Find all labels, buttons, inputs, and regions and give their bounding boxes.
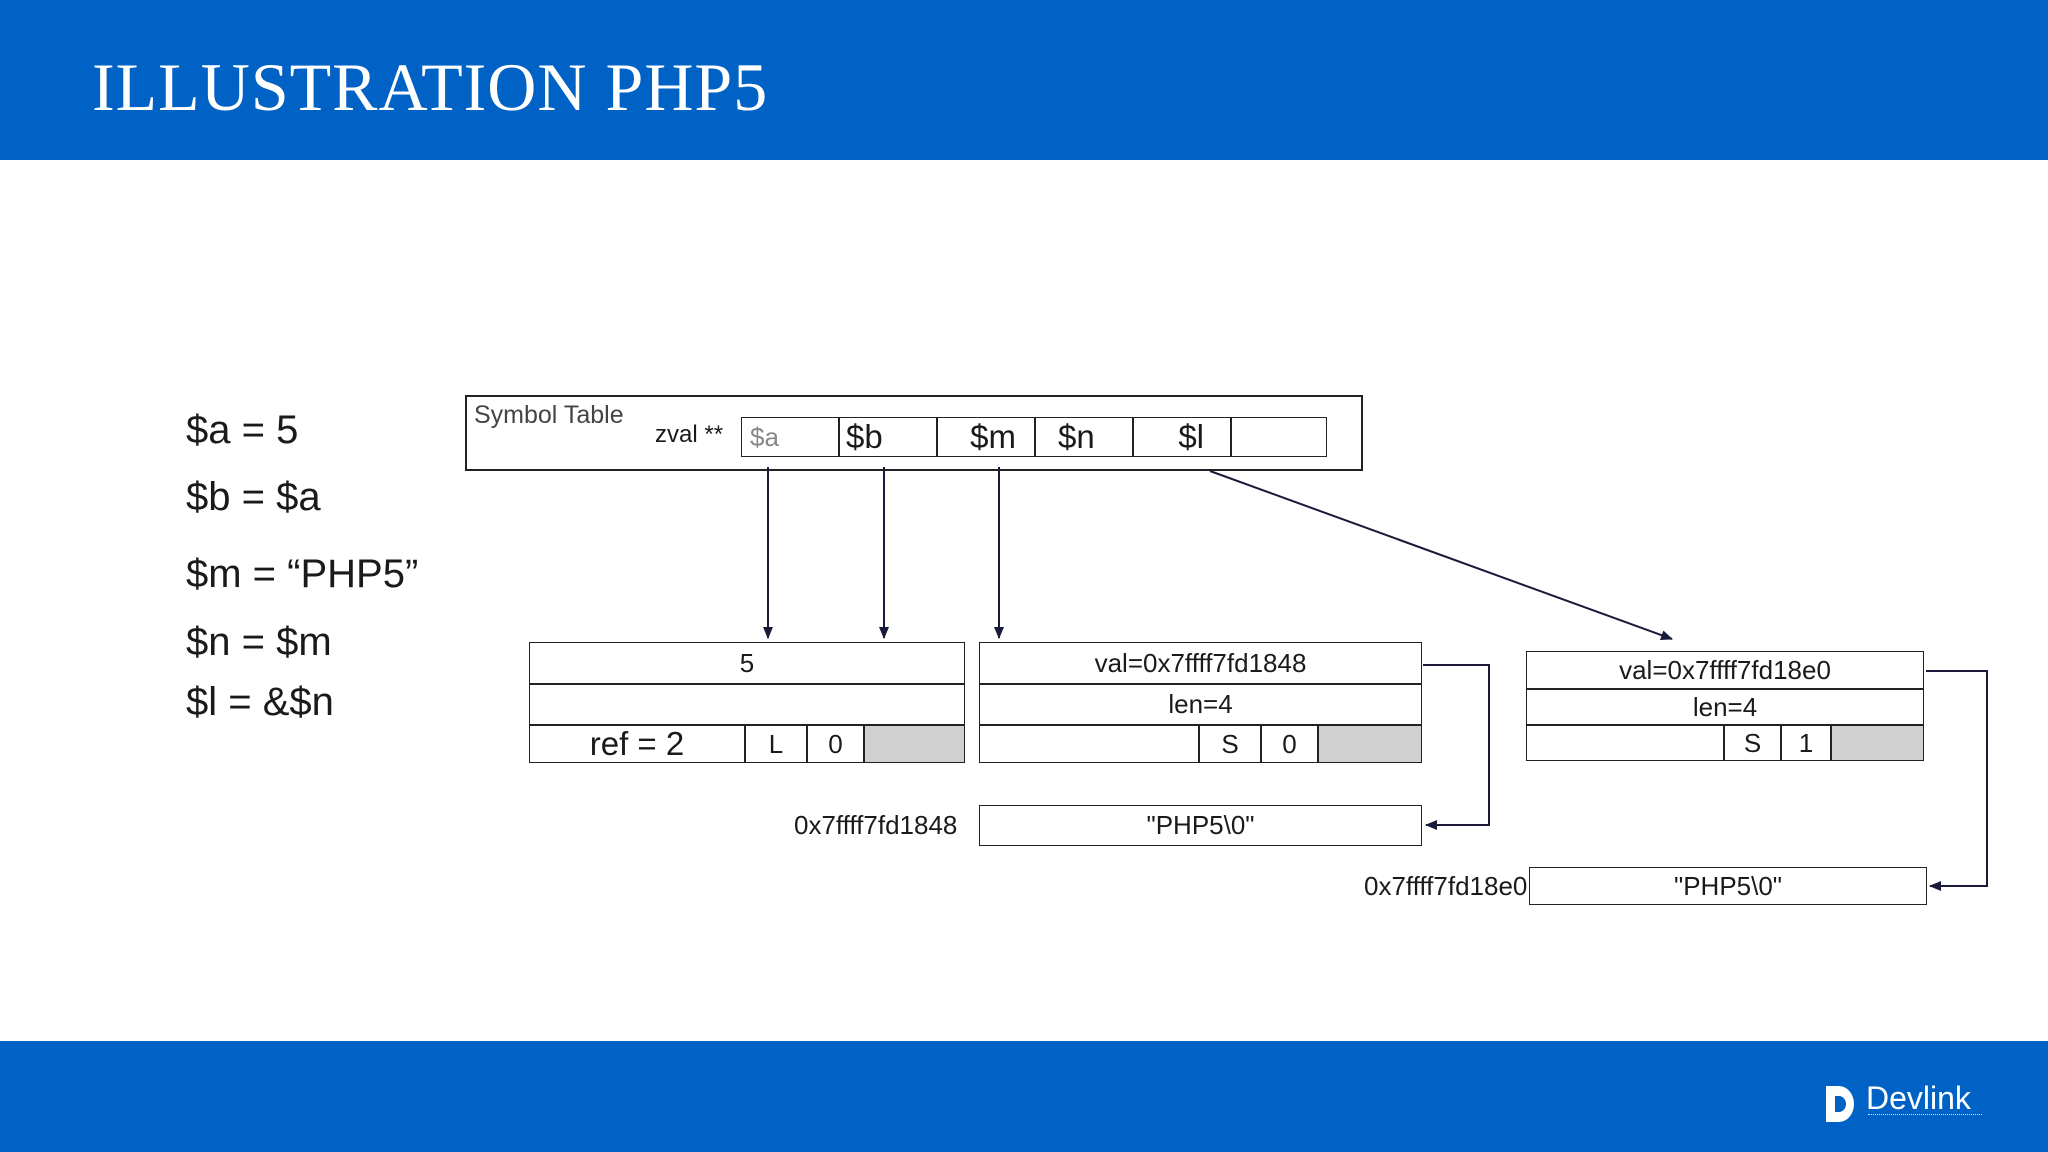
symbol-slot-n: $n [1035,417,1133,457]
footer-band [0,1041,2048,1152]
arrow-val1-to-buffer [1423,664,1490,830]
zval-int-refcount: ref = 2 [529,725,745,763]
zval-str2-val: val=0x7ffff7fd18e0 [1526,651,1924,689]
string-address-2: 0x7ffff7fd18e0 [1364,871,1528,901]
symbol-slot-a: $a [741,417,839,457]
symbol-slot-l: $l [1133,417,1231,457]
zval-str1-type: S [1199,725,1261,763]
zval-str2-blank [1526,725,1724,761]
zval-int-value: 5 [529,642,965,684]
symbol-slot-m: $m [937,417,1035,457]
slide-title: ILLUSTRATION PHP5 [92,49,769,125]
string-buffer-2: "PHP5\0" [1529,867,1927,905]
zval-pointer-label: zval ** [655,421,724,448]
zval-str2-padding [1831,725,1924,761]
string-address-1: 0x7ffff7fd1848 [794,810,958,840]
symbol-table-label: Symbol Table [474,401,624,429]
zval-int-isref: 0 [807,725,864,763]
string-buffer-1: "PHP5\0" [979,805,1422,846]
arrow-val2-to-buffer [1926,670,1988,891]
zval-int-type: L [745,725,807,763]
symbol-slot-b: $b [839,417,937,457]
zval-str2-type: S [1724,725,1781,761]
code-line-n: $n = $m [186,620,332,664]
zval-str1-isref: 0 [1261,725,1318,763]
zval-str2-len: len=4 [1526,689,1924,725]
devlink-logo-text: Devlink [1866,1080,1971,1116]
devlink-logo-tagline [1868,1114,1982,1120]
zval-str1-val: val=0x7ffff7fd1848 [979,642,1422,684]
code-line-a: $a = 5 [186,408,299,452]
arrow-l-to-str2 [1209,470,1673,640]
zval-str1-blank [979,725,1199,763]
code-line-m: $m = “PHP5” [186,552,419,596]
code-line-b: $b = $a [186,475,321,519]
zval-int-padding [864,725,965,763]
header-band [0,0,2048,160]
code-line-l: $l = &$n [186,680,334,724]
zval-int-row2 [529,684,965,725]
zval-str2-isref: 1 [1781,725,1831,761]
devlink-logo: Devlink [1826,1080,1982,1128]
zval-str1-len: len=4 [979,684,1422,725]
zval-str1-padding [1318,725,1422,763]
symbol-slot-empty [1231,417,1327,457]
devlink-d-icon [1826,1086,1854,1122]
